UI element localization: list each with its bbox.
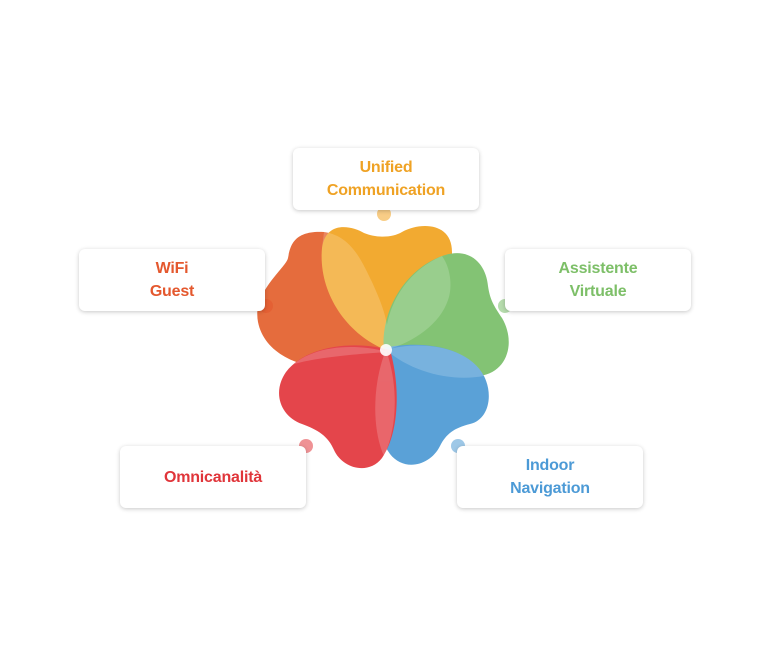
dot-unified	[377, 207, 391, 221]
overlap-group	[285, 232, 484, 456]
petal-omni	[279, 345, 397, 469]
card-unified-line2: Communication	[326, 182, 446, 199]
card-indoor-navigation: Indoor Navigation	[457, 446, 643, 508]
card-indoor-line1: Indoor	[525, 457, 575, 474]
overlap-indoor-omni	[375, 350, 395, 456]
overlap-unified-assist	[385, 256, 451, 350]
overlap-assist-indoor	[386, 345, 484, 378]
petal-group	[257, 226, 509, 469]
flower-center	[380, 344, 392, 356]
overlap-omni-wifi	[285, 346, 388, 372]
card-wifi-line1: WiFi	[155, 260, 189, 277]
card-assistente-virtuale: Assistente Virtuale	[505, 249, 691, 311]
overlap-wifi-unified	[321, 232, 388, 350]
card-wifi-line2: Guest	[149, 283, 195, 300]
petal-indoor	[374, 344, 489, 465]
card-omnicanalita: Omnicanalità	[120, 446, 306, 508]
card-wifi-guest: WiFi Guest	[79, 249, 265, 311]
card-assist-line2: Virtuale	[569, 283, 627, 300]
card-omni-line1: Omnicanalità	[163, 468, 263, 486]
card-assist-line1: Assistente	[558, 260, 638, 277]
card-unified-communication: Unified Communication	[293, 148, 479, 210]
card-unified-line1: Unified	[359, 159, 413, 176]
card-indoor-line2: Navigation	[510, 480, 590, 497]
